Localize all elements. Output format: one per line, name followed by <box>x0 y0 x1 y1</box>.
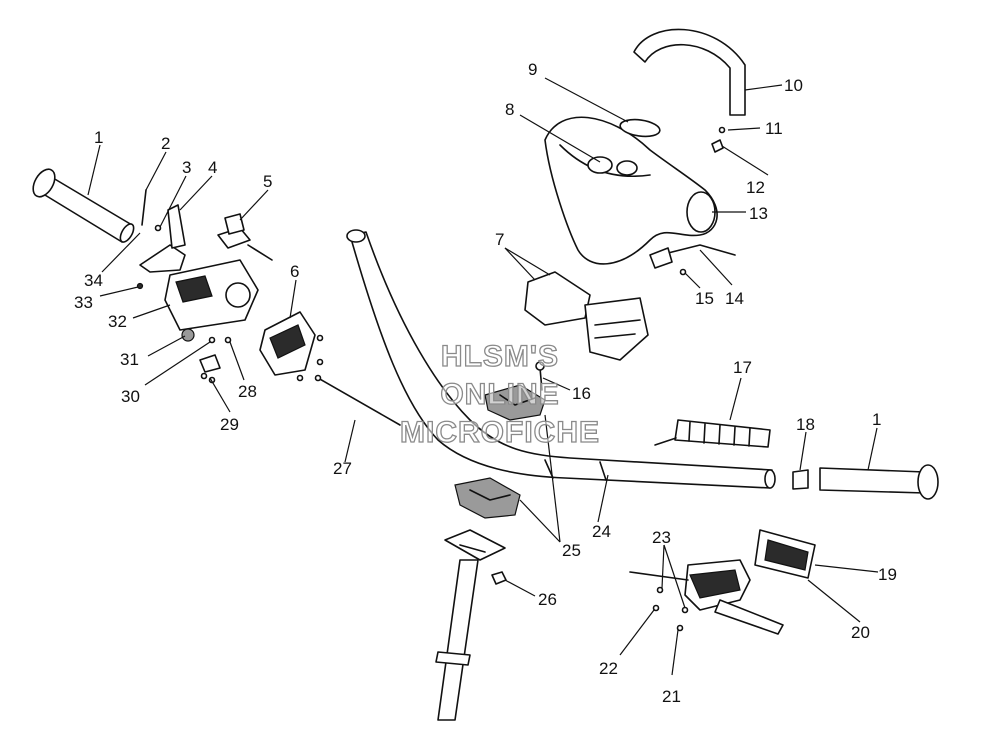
screw-21 <box>676 624 684 632</box>
callout-7: 7 <box>495 230 504 249</box>
reservoir-cover-19 <box>754 529 816 579</box>
callout-3: 3 <box>182 158 191 177</box>
callout-8: 8 <box>505 100 514 119</box>
switch-5 <box>217 213 273 261</box>
right-grip <box>819 464 939 500</box>
callout-34: 34 <box>84 271 103 290</box>
callout-14: 14 <box>725 289 744 308</box>
callout-11: 11 <box>765 119 783 138</box>
leader-lines <box>87 77 879 676</box>
bolt-16 <box>535 361 545 391</box>
handlebar <box>346 229 776 489</box>
callout-29: 29 <box>220 415 239 434</box>
throttle-housing-6 <box>259 311 324 382</box>
watermark-line-2: ONLINE <box>440 378 559 411</box>
wire-harness-14 <box>649 244 736 276</box>
callout-18: 18 <box>796 415 815 434</box>
callout-6: 6 <box>290 262 299 281</box>
screw-33 <box>136 282 144 290</box>
callout-4: 4 <box>208 158 217 177</box>
callout-1-right: 1 <box>872 410 881 429</box>
handlebar-cover-13 <box>544 116 718 265</box>
handlebar-clamp-lower <box>454 477 521 519</box>
callout-20: 20 <box>851 623 870 642</box>
screw-28 <box>224 336 232 344</box>
callout-10: 10 <box>784 76 803 95</box>
nut-26 <box>491 571 507 585</box>
throttle-cable <box>314 374 401 426</box>
callout-19: 19 <box>878 565 897 584</box>
choke-lever <box>139 204 186 273</box>
left-grip <box>32 168 135 243</box>
callout-2: 2 <box>161 134 170 153</box>
screw-22 <box>652 604 660 612</box>
callout-17: 17 <box>733 358 752 377</box>
callout-25: 25 <box>562 541 581 560</box>
callout-22: 22 <box>599 659 618 678</box>
callout-33: 33 <box>74 293 93 312</box>
watermark-line-1: HLSM'S <box>441 340 559 373</box>
callout-labels: 1 2 3 4 5 6 7 8 9 10 11 12 13 14 15 16 1… <box>74 60 897 706</box>
callout-32: 32 <box>108 312 127 331</box>
callout-31: 31 <box>120 350 139 369</box>
callout-13: 13 <box>749 204 768 223</box>
screw-23a <box>656 586 664 594</box>
switch-housing-32 <box>164 259 259 331</box>
washer-3 <box>154 224 162 232</box>
callout-28: 28 <box>238 382 257 401</box>
brake-master-cylinder <box>629 559 784 635</box>
callout-23: 23 <box>652 528 671 547</box>
handlebar-clamp-upper <box>484 384 546 421</box>
watermark-line-3: MICROFICHE <box>400 416 600 449</box>
callout-26: 26 <box>538 590 557 609</box>
screw-23b <box>681 606 689 614</box>
callout-24: 24 <box>592 522 611 541</box>
spacer-18 <box>792 469 809 490</box>
callout-15: 15 <box>695 289 714 308</box>
headlight-bracket-7 <box>524 271 649 361</box>
watermark: HLSM'S ONLINE MICROFICHE <box>399 339 600 449</box>
grab-bar-10 <box>633 28 746 116</box>
callout-27: 27 <box>333 459 352 478</box>
washer-12 <box>711 139 724 153</box>
callout-1-left: 1 <box>94 128 103 147</box>
heated-grip-17 <box>654 419 771 448</box>
callout-9: 9 <box>528 60 537 79</box>
pivot-pin <box>141 189 147 226</box>
screw-30 <box>208 336 216 344</box>
callout-5: 5 <box>263 172 272 191</box>
screw-11 <box>718 126 726 134</box>
callout-30: 30 <box>121 387 140 406</box>
callout-16: 16 <box>572 384 591 403</box>
callout-21: 21 <box>662 687 681 706</box>
callout-12: 12 <box>746 178 765 197</box>
decal-9 <box>619 118 661 138</box>
steering-post <box>435 529 506 721</box>
washer-31 <box>181 328 195 342</box>
